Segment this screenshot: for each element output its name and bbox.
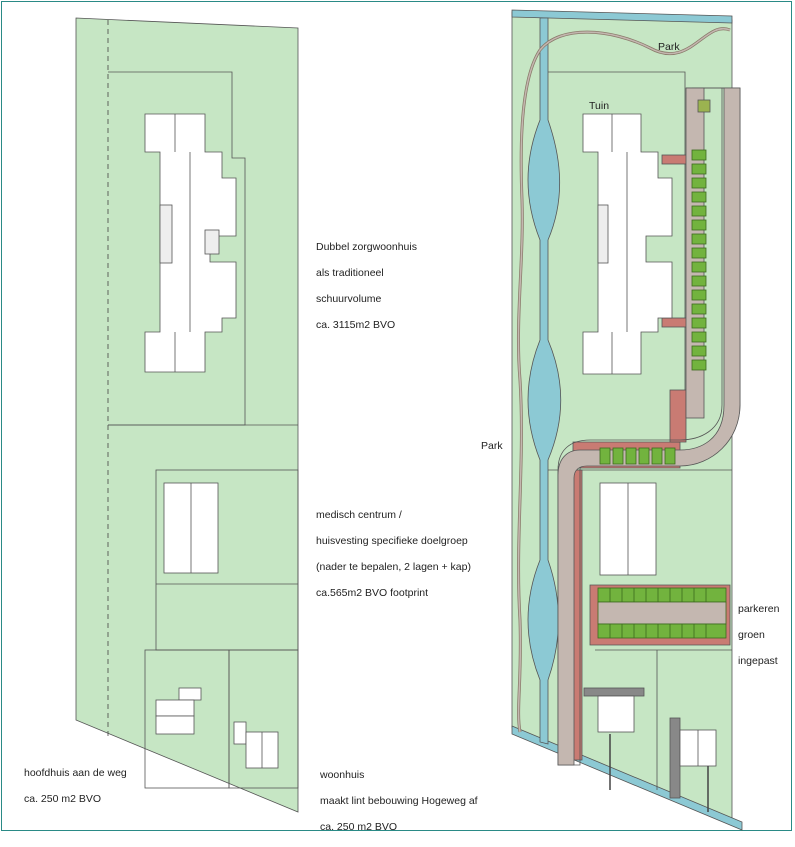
care-building-right (582, 113, 673, 375)
label-park-left: Park (481, 440, 503, 452)
main-house-line-2: ca. 250 m2 BVO (24, 793, 102, 805)
right-site-plan (511, 9, 743, 831)
parking-block (597, 587, 727, 639)
main-house-right (583, 687, 645, 733)
parking-line-1: parkeren (738, 603, 780, 615)
care-building-left (144, 113, 237, 373)
figure-frame (1, 1, 792, 831)
care-home-line-4: ca. 3115m2 BVO (316, 319, 396, 331)
house-line-1: woonhuis (320, 769, 365, 781)
care-home-line-3: schuurvolume (316, 293, 382, 305)
label-care-home: Dubbel zorgwoonhuis als traditioneel sch… (316, 228, 417, 345)
left-plot (75, 17, 299, 813)
main-house-line-1: hoofdhuis aan de weg (24, 767, 127, 779)
care-home-line-1: Dubbel zorgwoonhuis (316, 241, 417, 253)
house-left-plan (233, 721, 279, 769)
parking-line-2: groen (738, 629, 765, 641)
house-line-2: maakt lint bebouwing Hogeweg af (320, 795, 478, 807)
label-park-top: Park (658, 41, 680, 53)
main-house-left (155, 687, 202, 735)
label-house: woonhuis maakt lint bebouwing Hogeweg af… (320, 756, 478, 847)
label-main-house: hoofdhuis aan de weg ca. 250 m2 BVO (24, 754, 127, 819)
house-right-plan (669, 717, 717, 799)
medical-line-1: medisch centrum / (316, 509, 402, 521)
parking-line-3: ingepast (738, 655, 778, 667)
parking-strip-horizontal (599, 447, 676, 465)
house-line-3: ca. 250 m2 BVO (320, 821, 398, 833)
label-parking: parkeren groen ingepast (738, 590, 779, 681)
tuin-zone-outline (548, 71, 686, 425)
medical-line-2: huisvesting specifieke doelgroep (316, 535, 468, 547)
left-site-plan (75, 17, 299, 813)
top-water (511, 9, 733, 24)
medical-line-4: ca.565m2 BVO footprint (316, 587, 429, 599)
water-channel (527, 17, 562, 745)
entrance-square (697, 99, 711, 113)
parking-strip-vertical (691, 149, 707, 371)
medical-line-3: (nader te bepalen, 2 lagen + kap) (316, 561, 471, 573)
label-tuin: Tuin (589, 100, 610, 112)
house-plot-right (228, 649, 299, 789)
care-home-line-2: als traditioneel (316, 267, 384, 279)
label-medical-centre: medisch centrum / huisvesting specifieke… (316, 496, 471, 613)
